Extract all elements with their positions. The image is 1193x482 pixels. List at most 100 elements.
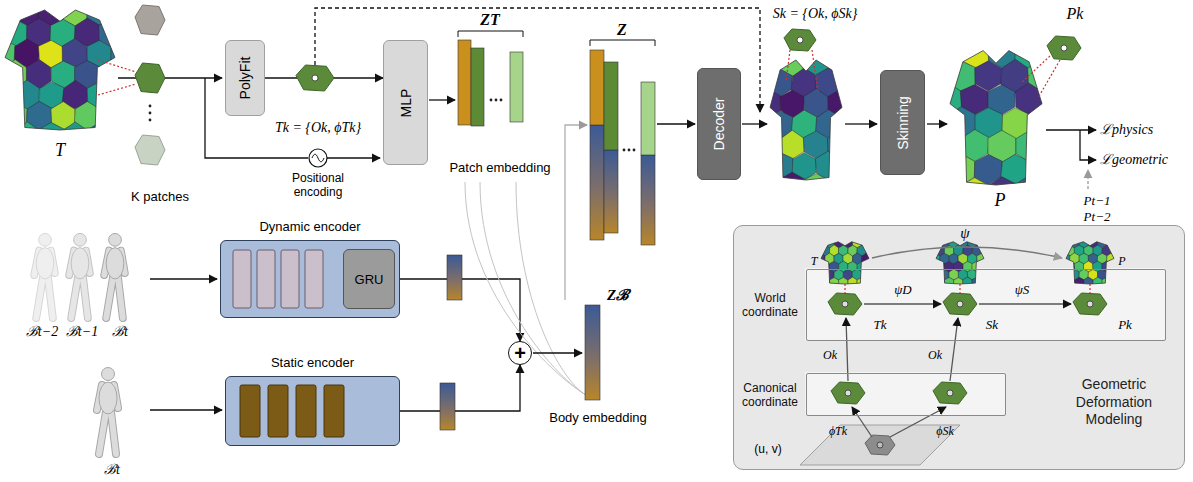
math-symbol: ℒphysics <box>1100 122 1153 138</box>
figure-path <box>931 269 941 280</box>
figure-path <box>51 0 76 6</box>
figure-path <box>5 10 115 130</box>
figure-rect <box>296 385 316 437</box>
figure-path <box>327 157 380 158</box>
figure-path <box>98 60 136 72</box>
process-box: Decoder <box>697 68 741 180</box>
figure-circle <box>500 99 503 102</box>
encoder-box: GRUDynamic encoder <box>220 240 400 318</box>
figure-path <box>852 172 877 201</box>
node-label: MLP <box>398 88 414 117</box>
figure-path <box>135 135 165 165</box>
figure-path <box>821 242 869 284</box>
figure-path <box>1107 269 1117 280</box>
figure-path <box>820 261 829 272</box>
figure-path <box>657 123 695 124</box>
figure-path <box>926 277 936 288</box>
figure-path <box>1116 269 1126 280</box>
figure-rect <box>471 48 484 126</box>
figure-path <box>935 261 944 272</box>
figure-path <box>1084 277 1094 289</box>
figure-path <box>0 103 4 130</box>
figure-path <box>848 277 857 288</box>
math-symbol: Pk <box>1118 318 1132 333</box>
figure-path <box>954 278 963 289</box>
annotation: K patches <box>131 190 189 205</box>
math-symbol: ℬt <box>104 462 120 478</box>
figure-path <box>866 229 876 240</box>
math-symbol: T <box>811 255 818 269</box>
figure-path <box>820 277 830 288</box>
math-symbol: ℒgeometric <box>1100 152 1168 168</box>
figure-path <box>950 51 1042 185</box>
figure-path <box>743 110 769 138</box>
math-symbol: ZT <box>480 11 500 29</box>
figure-path <box>1056 230 1066 240</box>
figure-path <box>829 278 839 289</box>
figure-path <box>1028 153 1055 185</box>
figure-path <box>852 89 876 118</box>
figure-rect <box>604 62 618 150</box>
figure-path <box>99 101 124 130</box>
figure-path <box>959 284 960 293</box>
figure-path <box>848 230 858 240</box>
figure-path <box>920 14 948 46</box>
figure-path <box>935 230 944 241</box>
figure-path <box>118 77 222 78</box>
figure-path <box>111 0 137 27</box>
figure-path <box>979 303 1071 304</box>
figure-path <box>963 277 973 288</box>
figure-path <box>565 125 587 300</box>
encoder-layers <box>226 377 398 444</box>
figure-rect <box>510 52 523 122</box>
figure-path <box>1080 130 1096 160</box>
figure-path <box>926 245 935 256</box>
figure-circle <box>39 233 52 246</box>
math-symbol: Pt−2 <box>1084 210 1111 225</box>
figure-path <box>851 48 876 76</box>
figure-path <box>861 253 871 264</box>
figure-path <box>977 254 986 265</box>
figure-path <box>839 229 849 240</box>
figure-g <box>97 368 118 455</box>
annotation: Patch embedding <box>449 161 550 176</box>
figure-path <box>961 178 989 209</box>
math-symbol: ℬt−2 <box>26 324 58 340</box>
figure-circle <box>877 442 883 448</box>
figure-path <box>1102 277 1112 288</box>
figure-path <box>533 352 582 353</box>
figure-path <box>1111 229 1121 240</box>
figure-path <box>784 29 816 51</box>
figure-path <box>312 154 324 162</box>
node-label: GRU <box>355 273 384 286</box>
figure-ellipse <box>106 248 124 279</box>
figure-path <box>27 0 52 5</box>
math-symbol: ϕSk <box>936 425 954 439</box>
figure-path <box>743 68 769 97</box>
math-symbol: T <box>55 140 65 161</box>
encoder-box: Static encoder <box>225 376 400 446</box>
figure-path <box>864 303 941 304</box>
figure-path <box>844 284 845 293</box>
inset-panel: World coordinateCanonical coordinateGeom… <box>733 225 1185 470</box>
node-heading: Static encoder <box>226 355 399 370</box>
math-symbol: ψD <box>894 283 911 298</box>
coordinate-box: Canonical coordinate <box>806 373 1006 416</box>
figure-circle <box>312 75 318 81</box>
math-symbol: ψ <box>960 225 969 242</box>
figure-path <box>871 253 881 265</box>
figure-path <box>770 60 842 180</box>
figure-path <box>934 83 962 116</box>
figure-path <box>0 0 4 5</box>
figure-path <box>816 26 840 56</box>
figure-path <box>871 238 881 248</box>
figure-path <box>866 245 876 256</box>
figure-path <box>935 37 963 70</box>
figure-path <box>935 277 945 288</box>
figure-path <box>840 68 865 97</box>
figure-path <box>831 382 865 404</box>
figure-path <box>1047 36 1081 60</box>
figure-path <box>1066 242 1114 284</box>
figure-path <box>0 60 4 88</box>
